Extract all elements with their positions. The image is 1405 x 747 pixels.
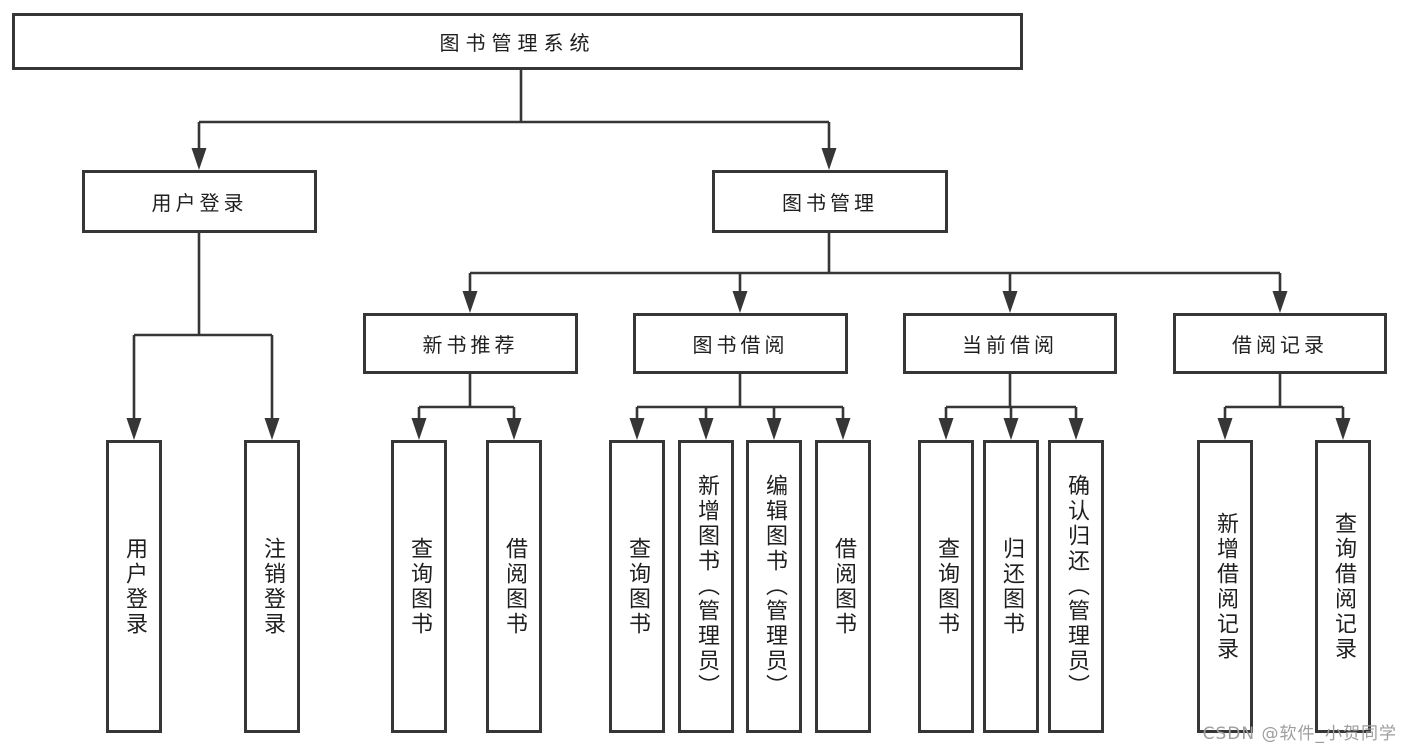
connector-current-borrow-to-children — [938, 374, 1084, 440]
connector-new-book-to-children — [411, 374, 522, 440]
node-leaf-nb-query-books: 查询图书 — [391, 440, 447, 733]
node-leaf-cb-query-books: 查询图书 — [918, 440, 974, 733]
node-new-book-recommend: 新书推荐 — [363, 313, 578, 374]
node-root-system: 图书管理系统 — [12, 13, 1023, 70]
node-leaf-bb-query-books: 查询图书 — [609, 440, 665, 733]
connector-borrow-records-to-children — [1217, 374, 1351, 440]
connector-book-mgmt-to-level3 — [462, 233, 1288, 313]
node-leaf-user-login-action: 用户登录 — [106, 440, 162, 733]
connector-user-login-to-children — [126, 233, 280, 440]
csdn-watermark: CSDN @软件_小贺同学 — [1202, 724, 1397, 744]
node-leaf-bb-edit-books-admin: 编辑图书（管理员） — [746, 440, 802, 733]
node-leaf-bb-borrow-books: 借阅图书 — [815, 440, 871, 733]
node-borrowing-records: 借阅记录 — [1173, 313, 1387, 374]
node-leaf-nb-borrow-books: 借阅图书 — [486, 440, 542, 733]
node-leaf-bb-add-books-admin: 新增图书（管理员） — [678, 440, 734, 733]
node-book-management: 图书管理 — [712, 170, 948, 233]
node-leaf-br-add-record: 新增借阅记录 — [1197, 440, 1253, 733]
node-book-borrowing: 图书借阅 — [633, 313, 848, 374]
node-current-borrowing: 当前借阅 — [903, 313, 1117, 374]
node-user-login: 用户登录 — [82, 170, 317, 233]
node-leaf-logout: 注销登录 — [244, 440, 300, 733]
node-leaf-cb-confirm-return-admin: 确认归还（管理员） — [1048, 440, 1104, 733]
node-leaf-cb-return-books: 归还图书 — [983, 440, 1039, 733]
connector-root-to-level2 — [191, 70, 837, 170]
connector-book-borrow-to-children — [629, 374, 851, 440]
node-leaf-br-query-record: 查询借阅记录 — [1315, 440, 1371, 733]
